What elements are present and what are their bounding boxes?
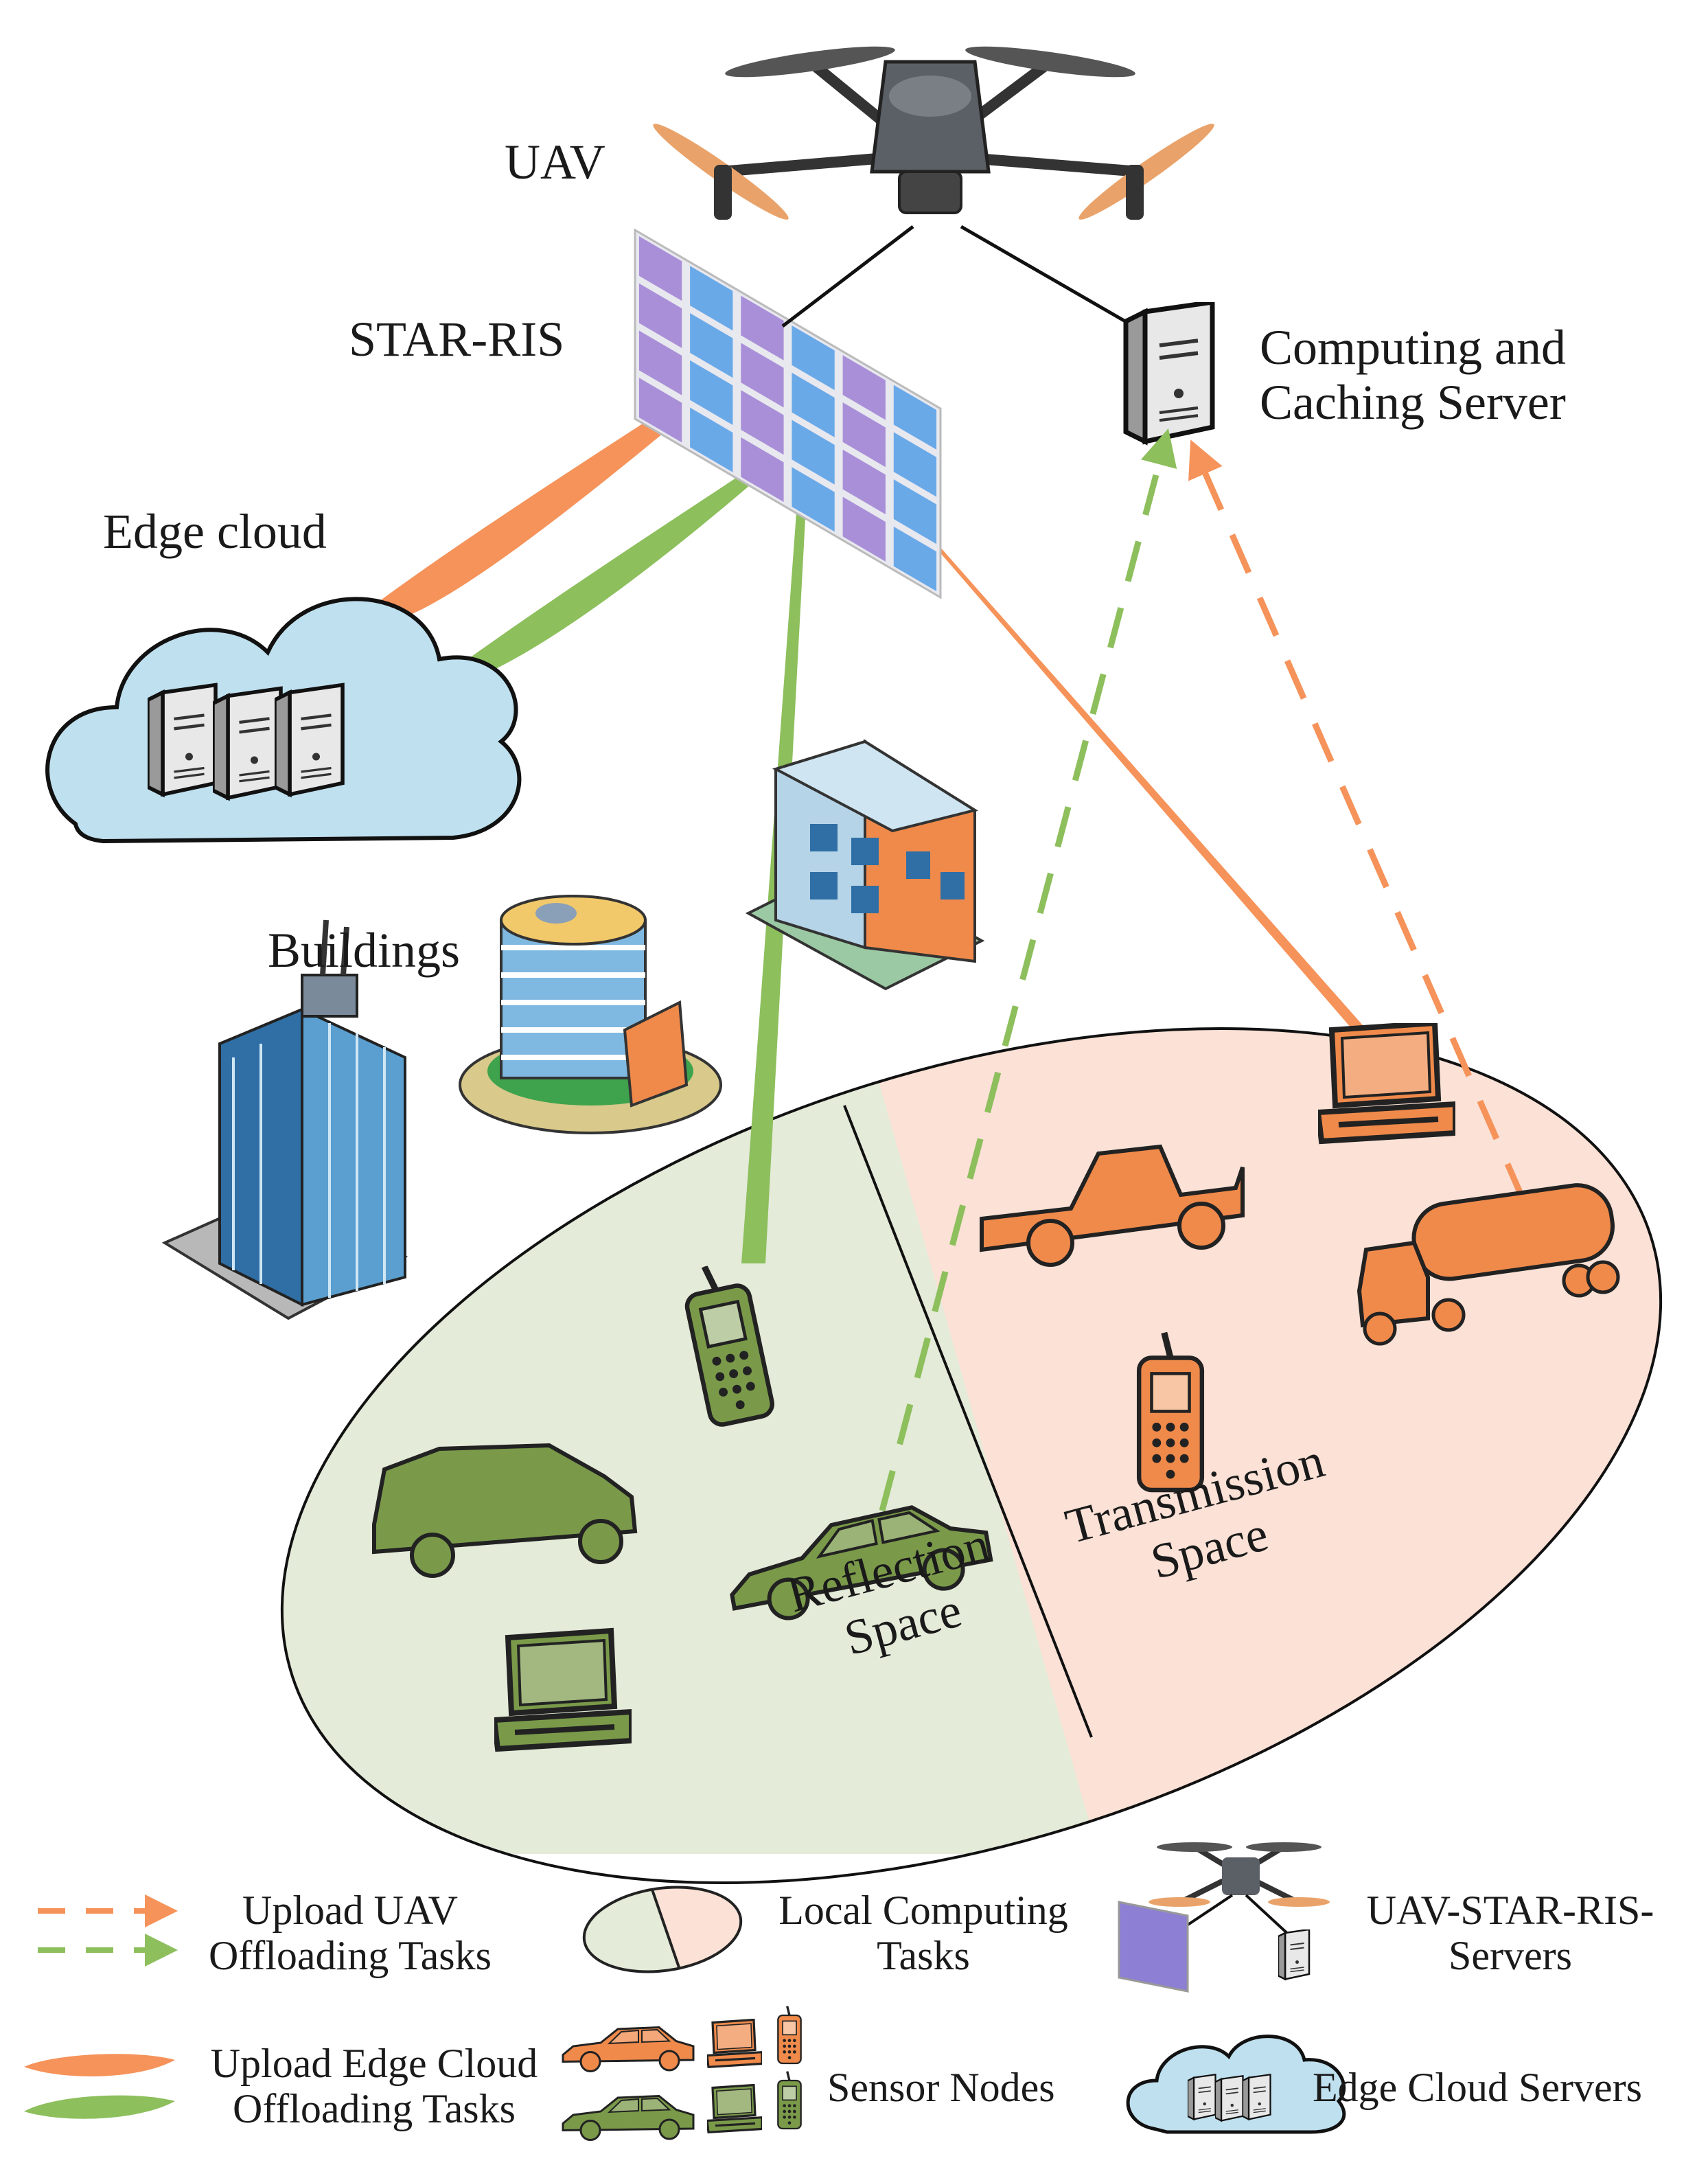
ris-element-tile — [690, 313, 733, 378]
building-icon — [161, 919, 408, 1320]
legend-local-computing: Local Computing Tasks — [762, 1890, 1085, 1976]
legend-upload-uav: Upload UAV Offloading Tasks — [192, 1890, 508, 1976]
legend-upload-uav-line2: Offloading Tasks — [209, 1933, 492, 1978]
laptop-icon — [1318, 1023, 1455, 1141]
legend-upload-edge-cloud: Upload Edge Cloud Offloading Tasks — [196, 2043, 553, 2129]
ris-element-tile — [893, 479, 937, 545]
ris-element-tile — [792, 467, 835, 532]
ris-element-tile — [638, 283, 682, 348]
legend-uav-star-ris-servers: UAV-STAR-RIS- Servers — [1335, 1890, 1685, 1976]
edge-cloud-icon — [45, 597, 522, 844]
ris-element-tile — [638, 378, 682, 443]
legend-uav-servers-line2: Servers — [1449, 1933, 1572, 1978]
star-ris-label: STAR-RIS — [349, 312, 565, 367]
uav-to-server-link — [960, 225, 1141, 332]
tanker-truck-icon — [1357, 1183, 1620, 1346]
ris-element-tile — [638, 236, 682, 301]
buildings — [161, 739, 985, 1320]
legend-local-ellipse — [578, 1881, 747, 1978]
ground-devices — [372, 1023, 1620, 1749]
buildings-label: Buildings — [268, 923, 461, 978]
server-label-line1: Computing and — [1260, 320, 1566, 375]
legend-upload-uav-line1: Upload UAV — [242, 1888, 458, 1933]
computing-caching-server-icon — [1126, 302, 1212, 442]
drone-icon — [653, 46, 1214, 220]
pickup-truck-icon — [980, 1144, 1245, 1267]
legend-edge-cloud-servers: Edge Cloud Servers — [1313, 2065, 1642, 2110]
uav-label: UAV — [505, 135, 605, 190]
legend-sensor-nodes-icons — [562, 2005, 803, 2141]
ris-element-tile — [842, 355, 886, 420]
ris-element-tile — [842, 449, 886, 514]
ris-element-tile — [638, 330, 682, 396]
ris-element-tile — [690, 266, 733, 331]
van-icon — [372, 1443, 638, 1578]
star-ris-panel — [634, 228, 942, 599]
laptop-icon — [494, 1631, 632, 1749]
ris-element-tile — [893, 526, 937, 592]
uav-to-ris-link — [781, 225, 914, 328]
server-label-line2: Caching Server — [1260, 375, 1566, 430]
coverage-area — [206, 961, 1708, 1885]
legend-edge-upload-line2: Offloading Tasks — [233, 2086, 516, 2131]
legend-local-line1: Local Computing — [778, 1888, 1068, 1933]
uav-offload-green-arrow — [879, 428, 1177, 1512]
ris-element-tile — [741, 343, 784, 408]
ris-element-tile — [741, 295, 784, 360]
legend-uav-servers-line1: UAV-STAR-RIS- — [1366, 1888, 1654, 1933]
ris-element-tile — [792, 420, 835, 485]
building-icon — [745, 739, 985, 991]
legend-edge-upload-line1: Upload Edge Cloud — [210, 2041, 538, 2086]
legend-sensor-nodes: Sensor Nodes — [827, 2065, 1055, 2110]
ris-element-tile — [893, 432, 937, 497]
edge-cloud-label: Edge cloud — [103, 504, 327, 559]
ris-element-tile — [690, 407, 733, 472]
ris-element-tile — [690, 360, 733, 425]
ris-element-tile — [792, 372, 835, 437]
building-icon — [459, 895, 722, 1134]
ris-element-tile — [792, 325, 835, 391]
legend-orange-beam — [24, 2054, 175, 2076]
green-beam-to-edge — [426, 429, 810, 691]
legend-green-beam — [24, 2095, 175, 2119]
legend-local-line2: Tasks — [877, 1933, 970, 1978]
ris-element-tile — [893, 385, 937, 450]
ris-element-tile — [842, 402, 886, 468]
ris-element-tile — [741, 390, 784, 455]
legend-edge-cloud-icon — [1126, 2035, 1346, 2134]
ris-element-tile — [741, 437, 784, 503]
legend-uav-ris-server-icon — [1118, 1842, 1330, 1993]
ris-element-tile — [842, 496, 886, 562]
